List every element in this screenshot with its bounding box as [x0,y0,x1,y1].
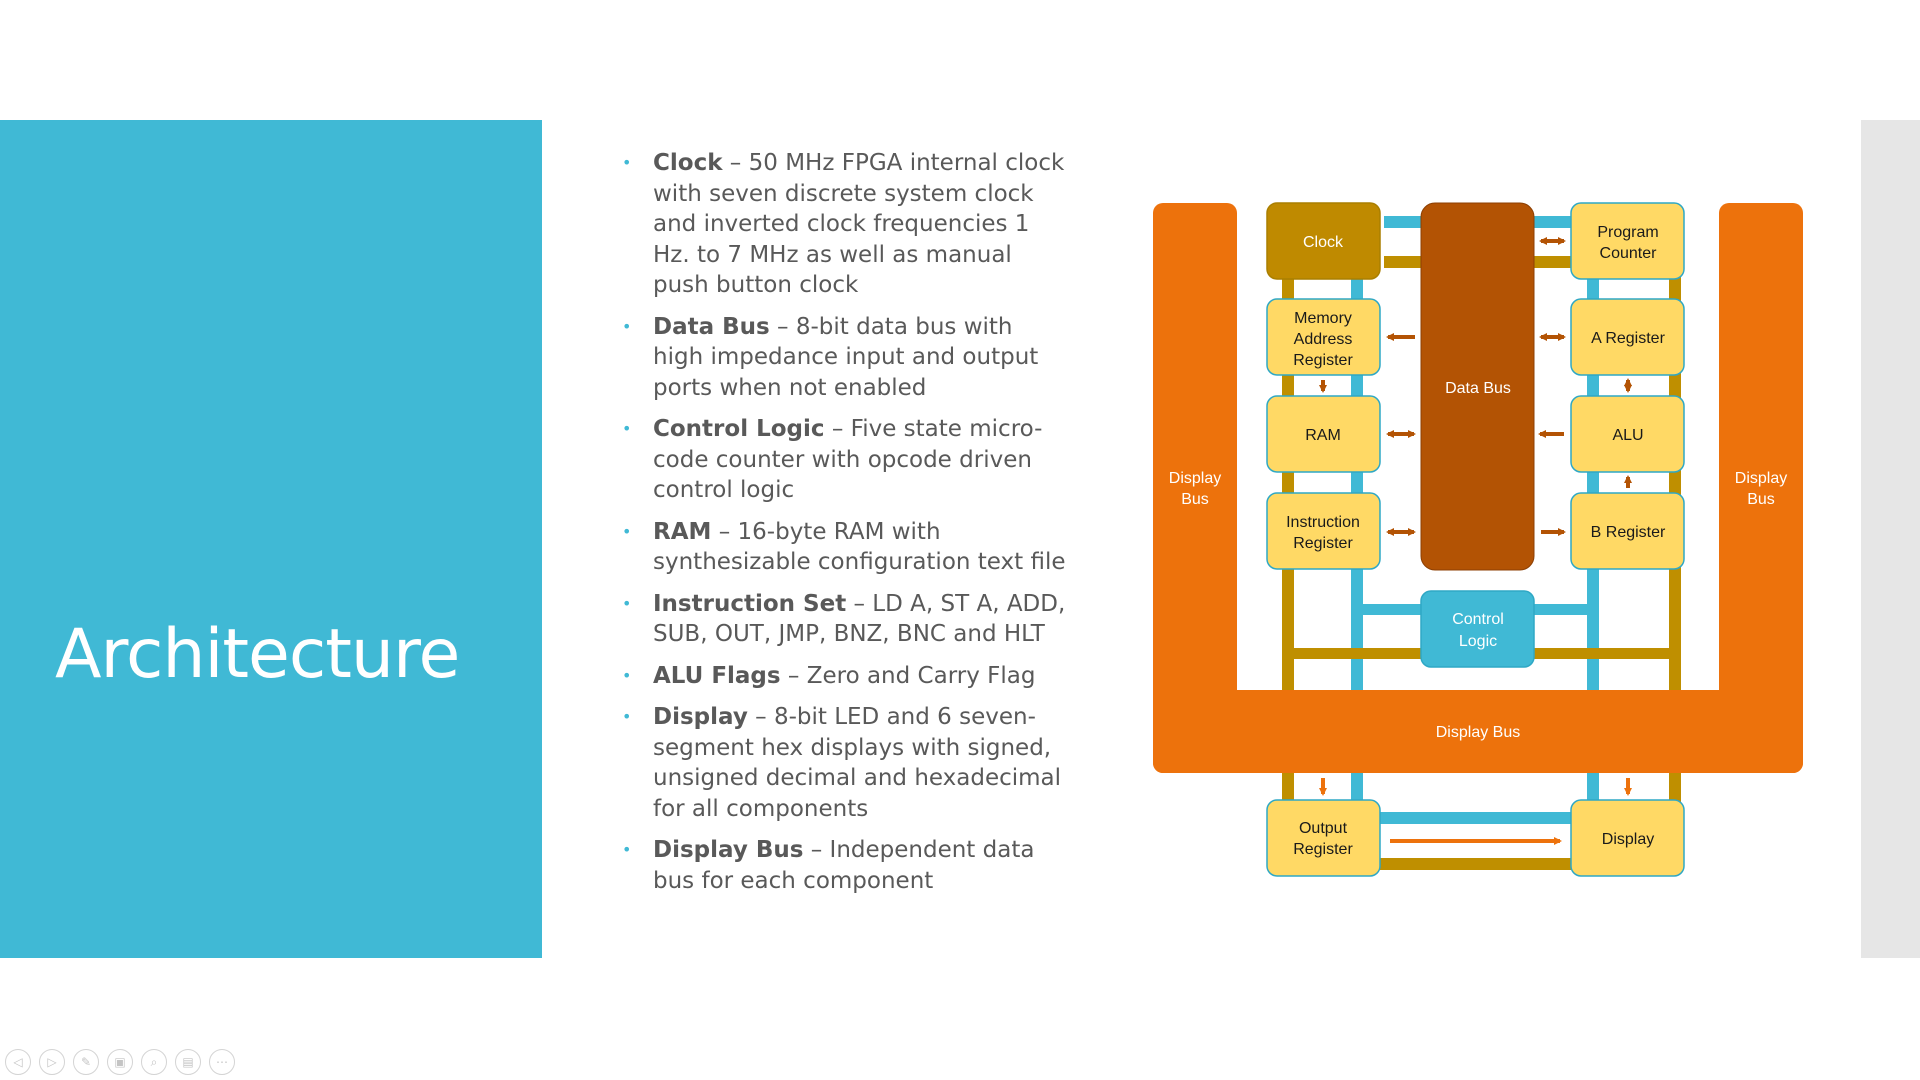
bullet-dot-icon: • [622,521,632,541]
display-bus-bottom-label: Display Bus [1436,724,1520,741]
bullet-item: • Control Logic – Five state micro-code c… [622,414,1067,506]
display-bus-left-label-1: Display [1169,470,1221,487]
bullet-text: – LD A, ST A, ADD, SUB, OUT, JMP, BNZ, B… [653,590,1066,648]
bullet-term: RAM [653,518,712,545]
mar-label-2: Address [1294,331,1353,348]
display-bus-right [1719,203,1803,773]
output-register-block: Output Register [1266,799,1381,877]
data-bus-label: Data Bus [1445,380,1511,397]
display-bus-left [1153,203,1237,773]
display-bus-bottom [1153,690,1803,773]
clock-label: Clock [1303,234,1344,251]
wire-output-blue [1362,812,1594,824]
a-register-block: A Register [1570,298,1685,376]
alu-label: ALU [1612,427,1643,444]
b-register-label: B Register [1591,524,1666,541]
display-bus-right-label-2: Bus [1747,491,1775,508]
next-icon[interactable]: ▷ [39,1049,65,1075]
bullet-term: ALU Flags [653,662,781,689]
data-bus-block: Data Bus [1420,202,1535,571]
bullet-text: – 16-byte RAM with synthesizable configu… [653,518,1066,576]
memory-address-register-block: Memory Address Register [1266,298,1381,376]
bullet-item: • Clock – 50 MHz FPGA internal clock with… [622,148,1067,301]
bullet-term: Instruction Set [653,590,847,617]
control-logic-block: Control Logic [1420,590,1535,668]
prev-icon[interactable]: ◁ [5,1049,31,1075]
program-counter-block: Program Counter [1570,202,1685,280]
bullet-text: – Independent data bus for each componen… [653,837,1035,894]
zoom-icon[interactable]: ⌕ [141,1049,167,1075]
bullet-text: – Five state micro-code counter with opc… [653,416,1043,503]
ram-label: RAM [1305,427,1341,444]
title-panel: Architecture [0,120,542,958]
pc-label-1: Program [1597,224,1658,241]
wire-left-blue [1351,270,1363,710]
pen-icon[interactable]: ✎ [73,1049,99,1075]
output-register-label-1: Output [1299,820,1348,837]
bullet-item: • Display Bus – Independent data bus for … [622,835,1067,896]
display-arrows [1319,778,1632,845]
slide-title: Architecture [55,615,460,694]
wire-right-blue [1587,270,1599,710]
more-icon[interactable]: ⋯ [209,1049,235,1075]
display-bus: Display Bus Display Bus Display Bus [1153,203,1803,773]
bullet-dot-icon: • [622,153,632,172]
control-logic-label-2: Logic [1459,633,1497,650]
bullet-item: • Instruction Set – LD A, ST A, ADD, SUB,… [622,589,1067,650]
bullet-text: – Zero and Carry Flag [780,662,1036,689]
bullet-item: • Data Bus – 8-bit data bus with high imp… [622,312,1067,404]
b-register-block: B Register [1570,492,1685,570]
bullet-item: • RAM – 16-byte RAM with synthesizable co… [622,517,1067,578]
mar-label-3: Register [1293,352,1353,369]
bullet-dot-icon: • [622,665,632,685]
right-edge-strip [1861,120,1920,958]
bullet-term: Data Bus [653,313,770,340]
display-block: Display [1570,799,1685,877]
bullet-text: – 8-bit data bus with high impedance inp… [653,313,1039,401]
slides-icon[interactable]: ▣ [107,1049,133,1075]
mar-label-1: Memory [1294,310,1352,327]
display-bus-right-label-1: Display [1735,470,1787,487]
bullet-term: Display Bus [653,837,804,863]
bullet-term: Control Logic [653,416,825,442]
clock-block: Clock [1266,202,1381,280]
alu-block: ALU [1570,395,1685,473]
bullet-dot-icon: • [622,707,632,726]
ram-block: RAM [1266,395,1381,473]
ir-label-1: Instruction [1286,514,1360,531]
architecture-diagram: Display Bus Display Bus Display Bus Data… [1153,202,1803,877]
bullet-dot-icon: • [622,316,632,336]
ir-label-2: Register [1293,535,1353,552]
display-label: Display [1602,831,1654,848]
pc-label-2: Counter [1600,245,1658,262]
slideshow-controls: ◁ ▷ ✎ ▣ ⌕ ▤ ⋯ [5,1049,235,1077]
bullet-term: Display [653,704,748,730]
bullet-item: • ALU Flags – Zero and Carry Flag [622,661,1067,692]
instruction-register-block: Instruction Register [1266,492,1381,570]
wire-output-gold [1362,858,1594,870]
bullet-dot-icon: • [622,419,632,438]
bullet-item: • Display – 8-bit LED and 6 seven-segment… [622,702,1067,824]
a-register-label: A Register [1591,330,1665,347]
bullet-text: – 50 MHz FPGA internal clock with seven … [653,150,1065,298]
subtitles-icon[interactable]: ▤ [175,1049,201,1075]
control-logic-label-1: Control [1452,611,1504,628]
bullet-term: Clock [653,150,723,176]
output-register-label-2: Register [1293,841,1353,858]
display-bus-left-label-2: Bus [1181,491,1209,508]
bullet-dot-icon: • [622,593,632,613]
bullet-text: – 8-bit LED and 6 seven-segment hex disp… [653,704,1062,822]
bullet-list: • Clock – 50 MHz FPGA internal clock with… [622,148,1067,907]
bullet-dot-icon: • [622,840,632,859]
arrows [1319,237,1632,536]
